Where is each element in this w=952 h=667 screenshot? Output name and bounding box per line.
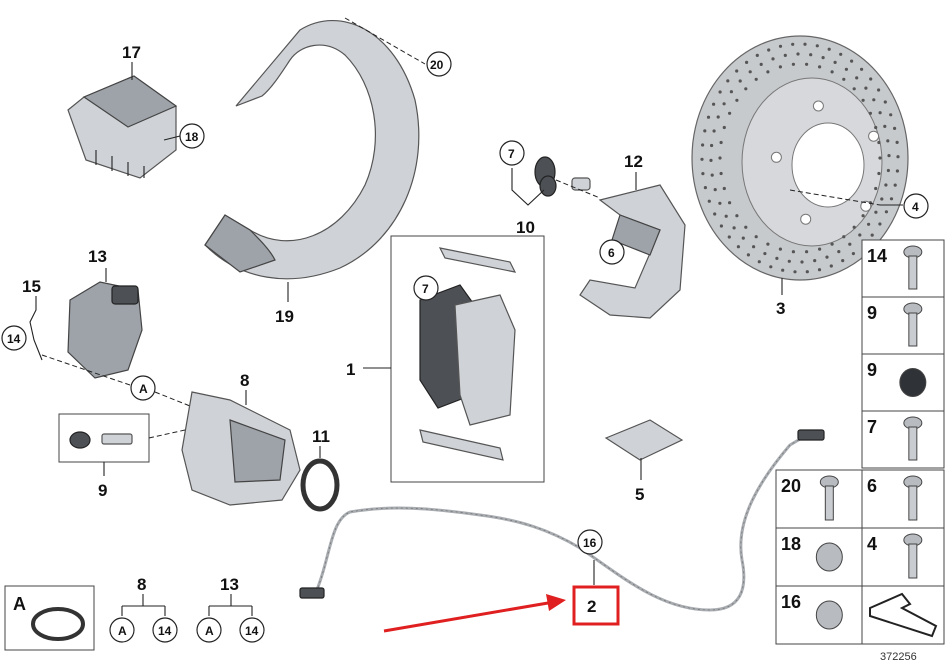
label-4-ref: 4	[912, 200, 919, 214]
label-15: 15	[22, 277, 41, 296]
disc-holes	[700, 42, 900, 274]
label-5: 5	[635, 485, 644, 504]
label-3: 3	[776, 299, 785, 318]
grid-number-2: 9	[867, 303, 877, 323]
grid-number-5: 20	[781, 476, 801, 496]
label-19: 19	[275, 307, 294, 326]
wrench-tool-icon	[869, 592, 938, 638]
actuator-motor-part	[67, 281, 143, 379]
label-17: 17	[122, 43, 141, 62]
label-A-ref: A	[139, 382, 148, 396]
label-1: 1	[346, 360, 355, 379]
label-18-ref: 18	[185, 130, 199, 144]
svg-text:14: 14	[158, 624, 172, 638]
grid-number-3: 9	[867, 360, 877, 380]
brake-caliper-part	[181, 391, 301, 506]
grid-number-4: 7	[867, 417, 877, 437]
grid-number-7: 18	[781, 534, 801, 554]
flange-bolt-icon	[819, 475, 839, 521]
highlight-arrow-shaft	[383, 601, 549, 633]
svg-text:14: 14	[245, 624, 259, 638]
cable-clip-icon	[815, 600, 843, 630]
grid-number-8: 4	[867, 534, 877, 554]
bleeder-screw-part	[101, 433, 133, 445]
tree-13: 13 A 14	[196, 575, 265, 643]
guide-pin-boot-part	[534, 156, 591, 197]
legend-a-label: A	[13, 594, 26, 614]
grid-number-1: 14	[867, 246, 887, 266]
grid-cell-8: 4	[861, 527, 945, 587]
control-unit-part	[67, 75, 178, 179]
grid-cell-3: 9	[861, 353, 945, 412]
highlight-arrow-head	[546, 594, 566, 611]
grid-cell-10	[861, 585, 945, 645]
pad-clips-part	[419, 247, 517, 461]
guide-bolt-icon	[903, 416, 923, 461]
svg-text:8: 8	[137, 575, 146, 594]
grid-cell-4: 7	[861, 410, 945, 469]
label-16-ref: 16	[583, 536, 597, 550]
sensor-connector	[299, 587, 325, 599]
label-14-ref: 14	[7, 332, 21, 346]
brake-pad-part	[419, 284, 516, 426]
label-11: 11	[312, 427, 330, 446]
label-8: 8	[240, 371, 249, 390]
o-ring-part	[31, 607, 85, 641]
label-9: 9	[98, 481, 107, 500]
grid-number-6: 6	[867, 476, 877, 496]
grid-cell-2: 9	[861, 296, 945, 355]
tree-8: 8 A 14	[109, 575, 178, 643]
legend-a-box	[4, 585, 95, 651]
label-20-ref: 20	[430, 58, 444, 72]
grid-cell-7: 18	[775, 527, 863, 587]
brake-disc-part	[691, 35, 909, 281]
dust-cap-part	[69, 431, 91, 449]
svg-text:A: A	[205, 624, 214, 638]
svg-text:A: A	[118, 624, 127, 638]
grid-cell-5: 20	[775, 469, 863, 529]
hardware-grid: 14 9 9 7 20 6 18 4 16	[775, 239, 945, 645]
hex-bolt-icon	[903, 245, 923, 290]
grid-number-9: 16	[781, 592, 801, 612]
catalog-number: 372256	[880, 651, 917, 663]
countersunk-screw-icon	[903, 533, 923, 579]
grid-cell-9: 16	[775, 585, 863, 645]
grease-packet-part	[604, 419, 684, 461]
caliper-carrier-part	[579, 184, 686, 319]
label-13: 13	[88, 247, 107, 266]
label-7-ref-top: 7	[508, 147, 515, 161]
grid-cell-1: 14	[861, 239, 945, 298]
label-7-ref-pad: 7	[422, 282, 429, 296]
label-6-ref: 6	[608, 246, 615, 260]
highlight-box	[572, 585, 620, 626]
label-12: 12	[624, 152, 643, 171]
bleeder-screw-icon	[903, 302, 923, 347]
wear-sensor-cable-part	[314, 430, 813, 612]
collar-bolt-icon	[903, 475, 923, 521]
brake-pad-kit-box	[390, 235, 545, 483]
svg-text:13: 13	[220, 575, 239, 594]
grid-cell-6: 6	[861, 469, 945, 529]
label-10: 10	[516, 218, 535, 237]
sensor-tip	[797, 429, 825, 441]
dust-cap-icon	[899, 368, 927, 397]
backing-plate-part	[204, 20, 420, 280]
piston-seal-part	[300, 458, 340, 512]
label-2: 2	[587, 597, 596, 616]
hex-nut-icon	[815, 542, 843, 572]
